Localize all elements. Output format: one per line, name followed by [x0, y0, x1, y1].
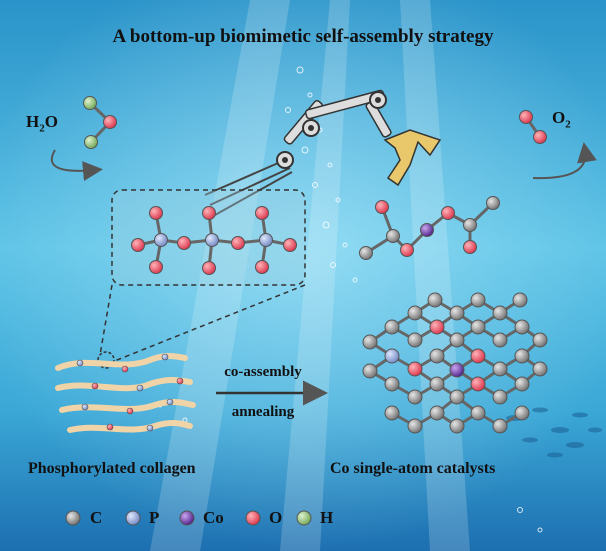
label-phosphorylated-collagen: Phosphorylated collagen	[28, 460, 196, 477]
network-atom-c	[470, 292, 486, 308]
page-title: A bottom-up biomimetic self-assembly str…	[112, 26, 494, 47]
water-molecule	[83, 96, 117, 149]
zoom-guide-line	[111, 284, 306, 363]
zoom-source-circle	[97, 351, 115, 369]
network-atom-co	[449, 362, 465, 378]
legend-atoms	[65, 510, 312, 526]
network-atom-o	[470, 376, 486, 392]
network-atom-c	[492, 305, 508, 321]
oxygen-molecule	[519, 110, 547, 144]
legend-label-co: Co	[203, 508, 224, 527]
network-atom-o	[407, 361, 423, 377]
legend-atom-o	[245, 510, 261, 526]
network-atom-c	[384, 376, 400, 392]
phosphate-chain-atoms	[131, 206, 297, 275]
label-co-single-atom: Co single-atom catalysts	[330, 460, 496, 477]
water-curved-arrow	[50, 149, 103, 182]
legend-atom-co	[179, 510, 195, 526]
network-atom-c	[362, 363, 378, 379]
legend-label-c: C	[90, 508, 103, 527]
network-atom-o	[429, 319, 445, 335]
network-atom-c	[492, 361, 508, 377]
network-atom-c	[407, 389, 423, 405]
network-atom-c	[514, 319, 530, 335]
network-atom-c	[407, 332, 423, 348]
network-atom-o	[470, 348, 486, 364]
network-atom-p	[384, 348, 400, 364]
legend-atom-h	[296, 510, 312, 526]
legend-atom-p	[125, 510, 141, 526]
fish-school	[506, 407, 602, 458]
network-atom-c	[429, 348, 445, 364]
network-atom-c	[492, 389, 508, 405]
network-atom-c	[449, 418, 465, 434]
network-atom-c	[470, 405, 486, 421]
process-label-coassembly: co-assembly	[224, 364, 302, 380]
legend-label-p: P	[149, 508, 160, 527]
oxygen-curved-arrow	[532, 142, 597, 180]
collagen-phosphate-dots	[76, 353, 184, 432]
network-atom-c	[532, 332, 548, 348]
network-atom-c	[514, 348, 530, 364]
zoom-guide-line	[99, 284, 113, 356]
oxygen-formula: O2	[552, 108, 571, 131]
network-atom-c	[384, 319, 400, 335]
network-atom-c	[492, 332, 508, 348]
network-atom-c	[514, 405, 530, 421]
network-atom-c	[449, 305, 465, 321]
network-atom-c	[362, 334, 378, 350]
network-atom-c	[427, 292, 443, 308]
network-atom-c	[449, 389, 465, 405]
network-atom-c	[532, 361, 548, 377]
process-label-annealing: annealing	[231, 404, 295, 420]
network-atom-c	[514, 376, 530, 392]
robotic-arm	[204, 89, 442, 216]
network-atom-c	[384, 405, 400, 421]
network-atom-c	[492, 418, 508, 434]
gripper-claw	[383, 129, 442, 187]
legend-label-h: H	[320, 508, 334, 527]
catalyst-network	[362, 292, 548, 434]
network-atom-c	[407, 305, 423, 321]
network-atom-c	[429, 376, 445, 392]
legend-label-o: O	[269, 508, 283, 527]
network-atom-c	[407, 418, 423, 434]
water-formula: H2O	[26, 112, 58, 135]
network-atom-c	[470, 319, 486, 335]
network-atom-c	[449, 332, 465, 348]
grabbed-molecule-atoms	[359, 196, 500, 260]
legend-atom-c	[65, 510, 81, 526]
network-atom-c	[512, 292, 528, 308]
network-atom-c	[429, 405, 445, 421]
